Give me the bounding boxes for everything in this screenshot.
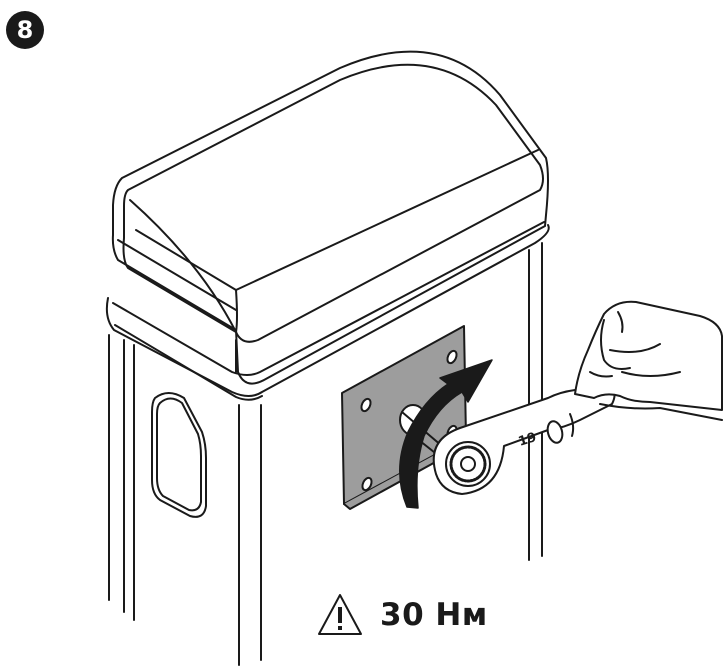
torque-value: 30 Нм xyxy=(380,597,488,633)
warning-triangle-icon xyxy=(318,594,362,635)
ratchet-wrench xyxy=(432,385,616,495)
wrench-size-label: 19 xyxy=(517,430,539,450)
step-number-badge: 8 xyxy=(6,11,44,49)
hand xyxy=(574,300,723,421)
side-handle-slot xyxy=(151,392,207,518)
rotation-arrow-icon xyxy=(399,359,493,509)
step-number: 8 xyxy=(16,16,34,44)
torque-specification: 30 Нм xyxy=(316,585,488,645)
cabinet-lid xyxy=(111,50,549,385)
